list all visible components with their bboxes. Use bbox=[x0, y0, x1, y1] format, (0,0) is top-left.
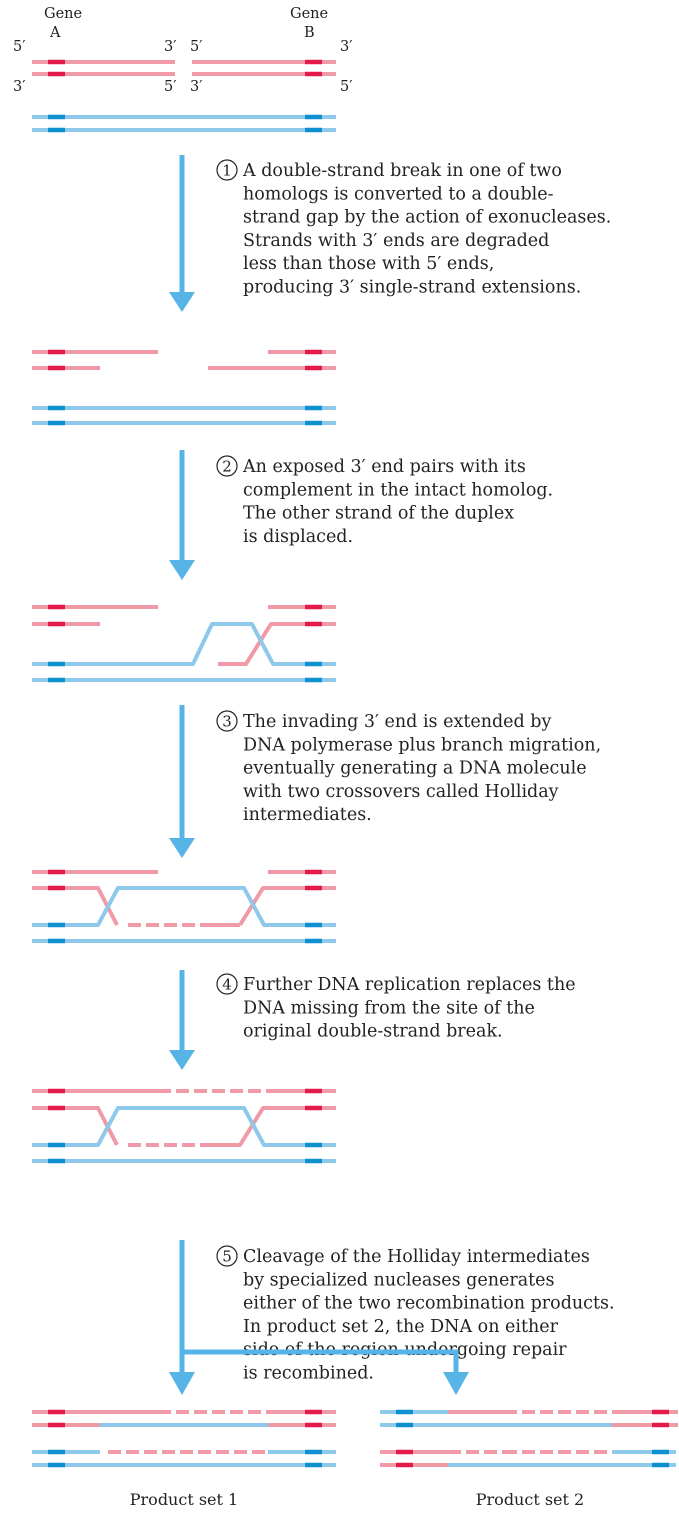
arrow-head bbox=[443, 1372, 469, 1395]
step-1-text-line: Strands with 3′ ends are degraded bbox=[243, 231, 549, 251]
arrow-shaft bbox=[182, 1349, 459, 1378]
step-3-arrow bbox=[169, 705, 195, 858]
product-set-2-label: Product set 2 bbox=[476, 1490, 584, 1509]
crossing-strand bbox=[32, 1106, 336, 1147]
arrow-head bbox=[169, 292, 195, 312]
step-5-text-line: In product set 2, the DNA on either bbox=[243, 1317, 559, 1337]
crossing-strand bbox=[32, 1106, 119, 1146]
step-3-text-line: with two crossovers called Holliday bbox=[243, 782, 559, 802]
gene-b-label-line2: B bbox=[304, 25, 315, 41]
displaced-strand bbox=[32, 622, 336, 666]
step-2-text-line: The other strand of the duplex bbox=[243, 504, 514, 524]
crossing-strand bbox=[32, 886, 119, 926]
gene-b-label-line1: Gene bbox=[290, 6, 328, 22]
step-1-text-line: strand gap by the action of exonucleases… bbox=[243, 208, 611, 228]
step-5-text-line: by specialized nucleases generates bbox=[243, 1270, 555, 1290]
product-set-1-label: Product set 1 bbox=[130, 1490, 238, 1509]
strand-end-label: 3′ bbox=[13, 79, 26, 95]
arrow-head bbox=[169, 560, 195, 580]
step-4-text-line: original double-strand break. bbox=[243, 1022, 503, 1042]
step-3-text-line: DNA polymerase plus branch migration, bbox=[243, 735, 601, 755]
step-4-text-line: Further DNA replication replaces the bbox=[243, 975, 576, 995]
step-number: 2 bbox=[222, 458, 232, 476]
arrow-head bbox=[169, 838, 195, 858]
strand-end-label: 5′ bbox=[340, 79, 353, 95]
step-number: 3 bbox=[222, 713, 232, 731]
gene-a-label-line1: Gene bbox=[44, 6, 82, 22]
step-2-text-line: complement in the intact homolog. bbox=[243, 480, 553, 500]
step-number: 1 bbox=[222, 162, 232, 180]
step-1-text-line: producing 3′ single-strand extensions. bbox=[243, 278, 581, 298]
strand-end-label: 5′ bbox=[164, 79, 177, 95]
step-number: 5 bbox=[222, 1248, 232, 1266]
step-4-text-line: DNA missing from the site of the bbox=[243, 998, 535, 1018]
step-1-text-line: less than those with 5′ ends, bbox=[243, 254, 494, 274]
strand-end-label: 3′ bbox=[164, 39, 177, 55]
arrow-head bbox=[169, 1050, 195, 1070]
step-number-circle bbox=[216, 973, 238, 995]
step-3-text-line: eventually generating a DNA molecule bbox=[243, 759, 587, 779]
step-3-text-line: intermediates. bbox=[243, 805, 372, 825]
step-number-circle bbox=[216, 710, 238, 732]
step-2-text-line: is displaced. bbox=[243, 527, 353, 547]
strand-end-label: 5′ bbox=[13, 39, 26, 55]
step-5-text-line: either of the two recombination products… bbox=[243, 1294, 615, 1314]
step-2-arrow bbox=[169, 450, 195, 580]
step-4-arrow bbox=[169, 970, 195, 1070]
arrow-head bbox=[169, 1372, 195, 1395]
step-number-circle bbox=[216, 159, 238, 181]
strand-end-label: 5′ bbox=[190, 39, 203, 55]
crossing-strand bbox=[212, 1106, 336, 1147]
branch-arrow bbox=[169, 1240, 469, 1395]
step-2-text-line: An exposed 3′ end pairs with its bbox=[242, 457, 526, 477]
step-number-circle bbox=[216, 455, 238, 477]
step-3-text-line: The invading 3′ end is extended by bbox=[243, 712, 551, 732]
step-number-circle bbox=[216, 1245, 238, 1267]
crossing-strand bbox=[32, 886, 336, 927]
strand-end-label: 3′ bbox=[190, 79, 203, 95]
strand-end-label: 3′ bbox=[340, 39, 353, 55]
step-5-text-line: Cleavage of the Holliday intermediates bbox=[243, 1247, 590, 1267]
step-number: 4 bbox=[222, 976, 232, 994]
step-1-text-line: homologs is converted to a double- bbox=[243, 184, 554, 204]
invading-strand bbox=[218, 622, 336, 666]
step-1-arrow bbox=[169, 155, 195, 312]
step-5-text-line: is recombined. bbox=[243, 1364, 374, 1384]
gene-a-label-line2: A bbox=[49, 25, 61, 41]
step-1-text-line: A double-strand break in one of two bbox=[242, 161, 562, 181]
